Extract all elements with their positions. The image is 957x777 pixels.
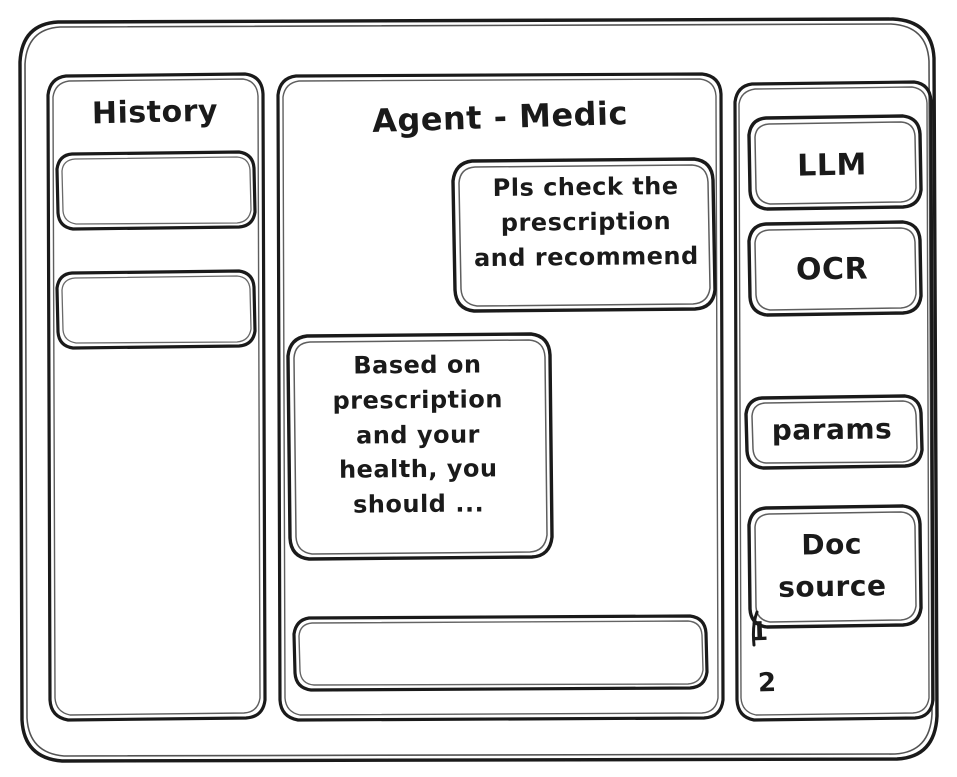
user-message-bubble [453,159,716,312]
doc-source-item-1[interactable] [746,612,806,657]
ocr-button[interactable] [749,222,922,316]
llm-button[interactable] [749,116,922,210]
history-item-1[interactable] [57,152,256,230]
params-button[interactable] [746,396,923,469]
doc-source-item-2[interactable] [750,660,810,705]
doc-source-button[interactable] [749,506,922,628]
agent-message-bubble [288,334,553,560]
message-input[interactable] [294,616,708,691]
history-item-2[interactable] [57,271,256,349]
